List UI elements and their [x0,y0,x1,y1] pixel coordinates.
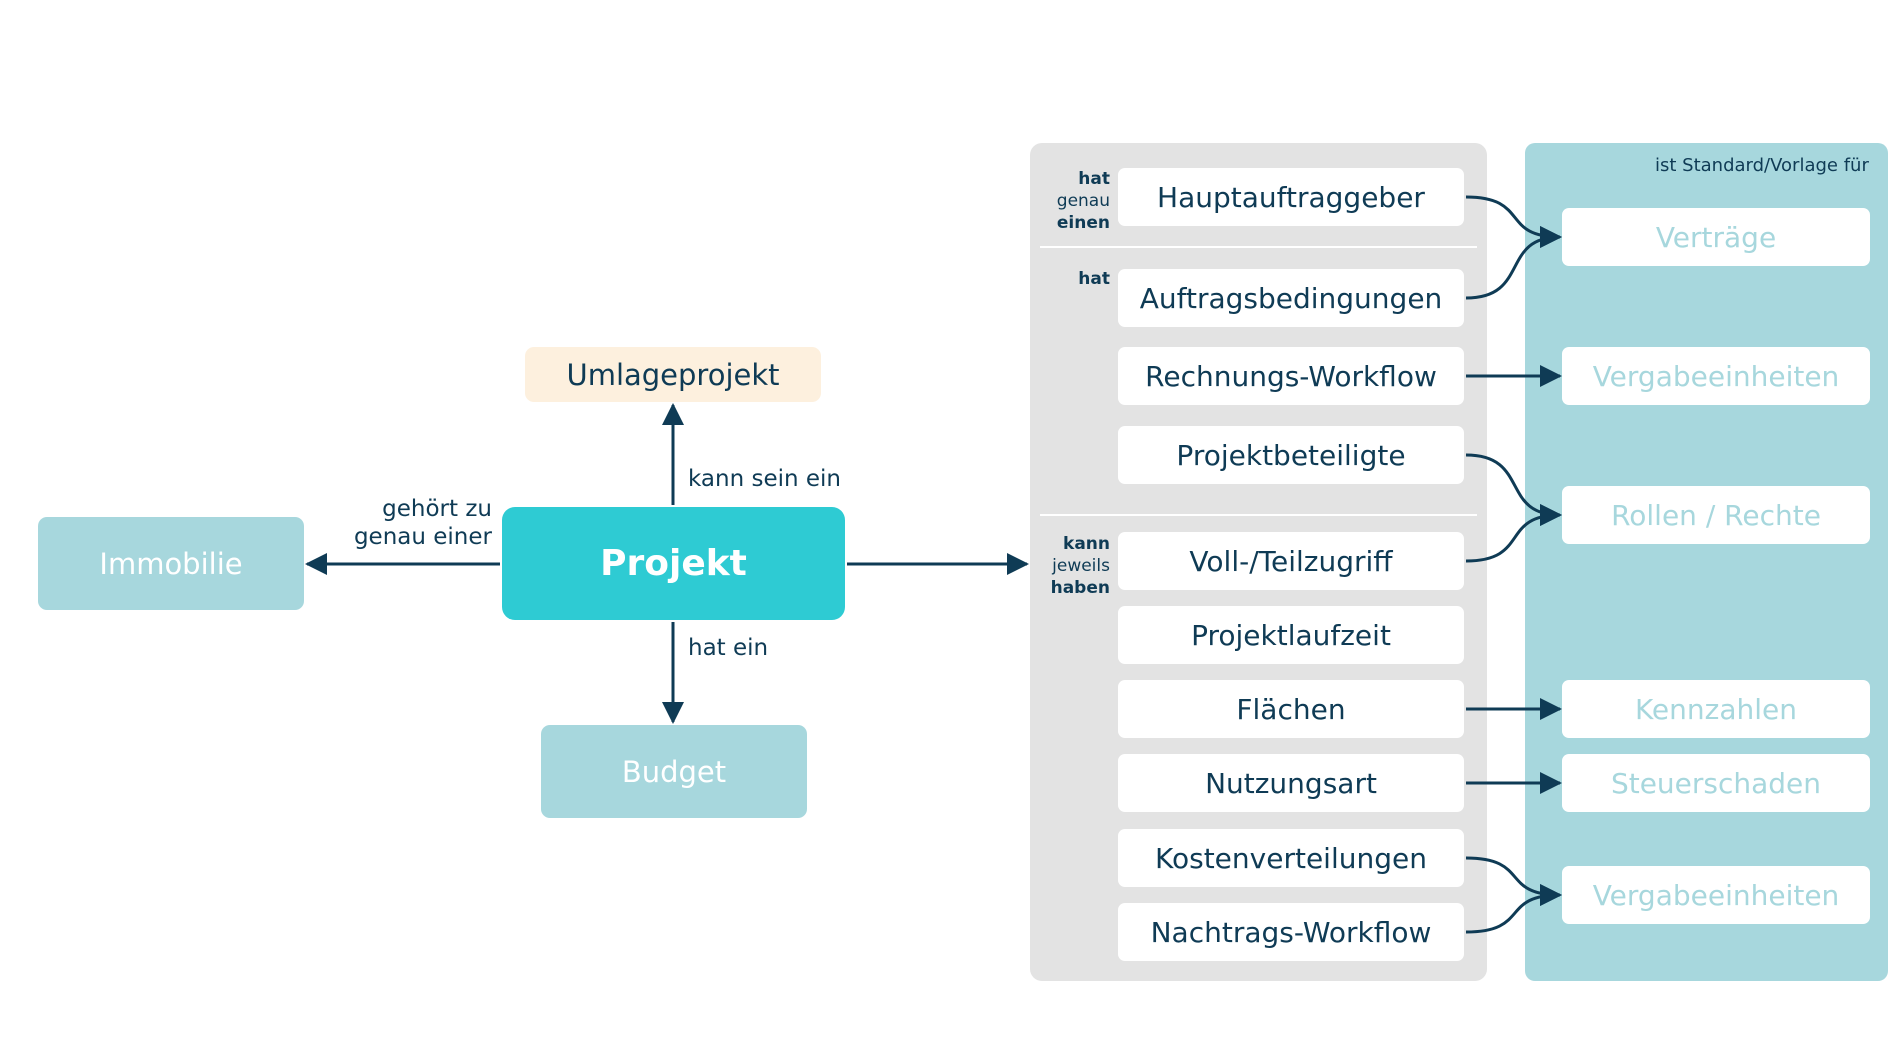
node-budget: Budget [541,725,807,818]
link-voll-teilzugriff [1465,504,1562,563]
group-divider [1040,514,1477,516]
node-immobilie: Immobilie [38,517,304,610]
item-nachtrags-workflow: Nachtrags-Workflow [1118,903,1464,961]
template-steuerschaden: Steuerschaden [1562,754,1870,812]
group-label-hat-genau-einen: hat genau einen [1056,169,1110,233]
group-label-kann-jeweils-haben: kann jeweils haben [1050,534,1110,598]
template-vergabeeinheiten: Vergabeeinheiten [1562,347,1870,405]
item-rechnungs-workflow: Rechnungs-Workflow [1118,347,1464,405]
item-flaechen: Flächen [1118,680,1464,738]
node-umlageprojekt: Umlageprojekt [525,347,821,402]
edge-label-top: kann sein ein [688,466,842,492]
link-kostenverteilungen [1465,856,1562,906]
link-projektbeteiligte [1465,453,1562,526]
link-auftragsbedingungen [1465,226,1562,300]
templates-panel-header: ist Standard/Vorlage für [1655,155,1869,176]
edge-label-left: gehört zu genau einer [353,496,492,550]
template-vertraege: Verträge [1562,208,1870,266]
node-projekt: Projekt [502,507,845,620]
link-nachtrags-workflow [1465,884,1562,934]
item-projektlaufzeit: Projektlaufzeit [1118,606,1464,664]
template-kennzahlen: Kennzahlen [1562,680,1870,738]
item-hauptauftraggeber: Hauptauftraggeber [1118,168,1464,226]
edge-label-bottom: hat ein [688,635,769,661]
item-kostenverteilungen: Kostenverteilungen [1118,829,1464,887]
item-projektbeteiligte: Projektbeteiligte [1118,426,1464,484]
templates-panel [1525,143,1888,981]
item-voll-teilzugriff: Voll-/Teilzugriff [1118,532,1464,590]
group-label-hat: hat [1078,269,1110,289]
template-rollen-rechte: Rollen / Rechte [1562,486,1870,544]
template-vergabeeinheiten-2: Vergabeeinheiten [1562,866,1870,924]
item-nutzungsart: Nutzungsart [1118,754,1464,812]
link-hauptauftraggeber [1465,195,1562,248]
group-divider [1040,246,1477,248]
item-auftragsbedingungen: Auftragsbedingungen [1118,269,1464,327]
